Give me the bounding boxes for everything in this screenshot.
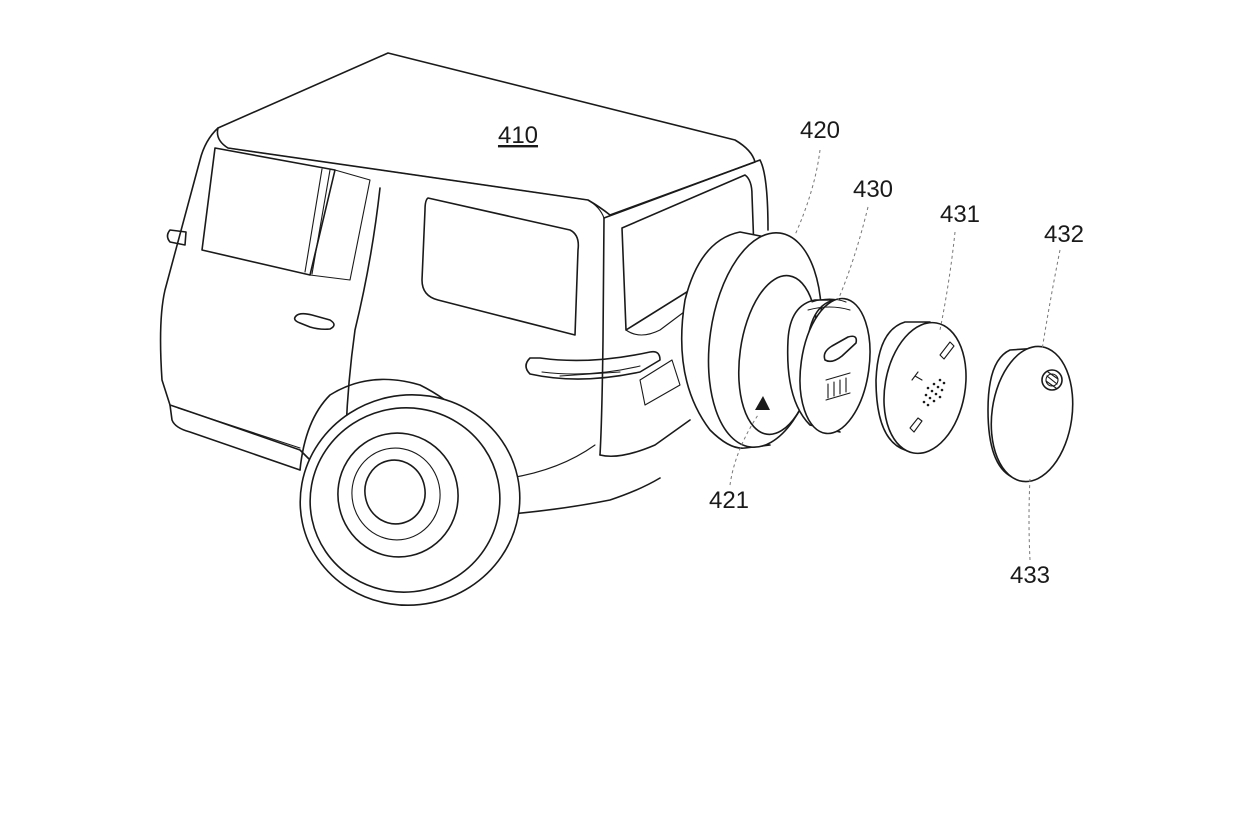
module-431 <box>875 321 967 455</box>
label-module-431: 431 <box>940 201 980 228</box>
vehicle-body <box>159 52 769 516</box>
rear-wheel <box>299 393 521 607</box>
hub-module <box>786 297 871 435</box>
label-spare-tire-mount: 420 <box>800 117 840 144</box>
triangle-marker-icon <box>755 396 770 410</box>
label-marker-433: 433 <box>1010 562 1050 589</box>
speaker-grille-icon <box>922 378 946 407</box>
module-432 <box>987 345 1074 483</box>
leader-lines <box>729 149 1061 561</box>
label-module-432: 432 <box>1044 221 1084 248</box>
label-hub-module: 430 <box>853 176 893 203</box>
label-vehicle: 410 <box>498 122 538 149</box>
label-marker-421: 421 <box>709 487 749 514</box>
